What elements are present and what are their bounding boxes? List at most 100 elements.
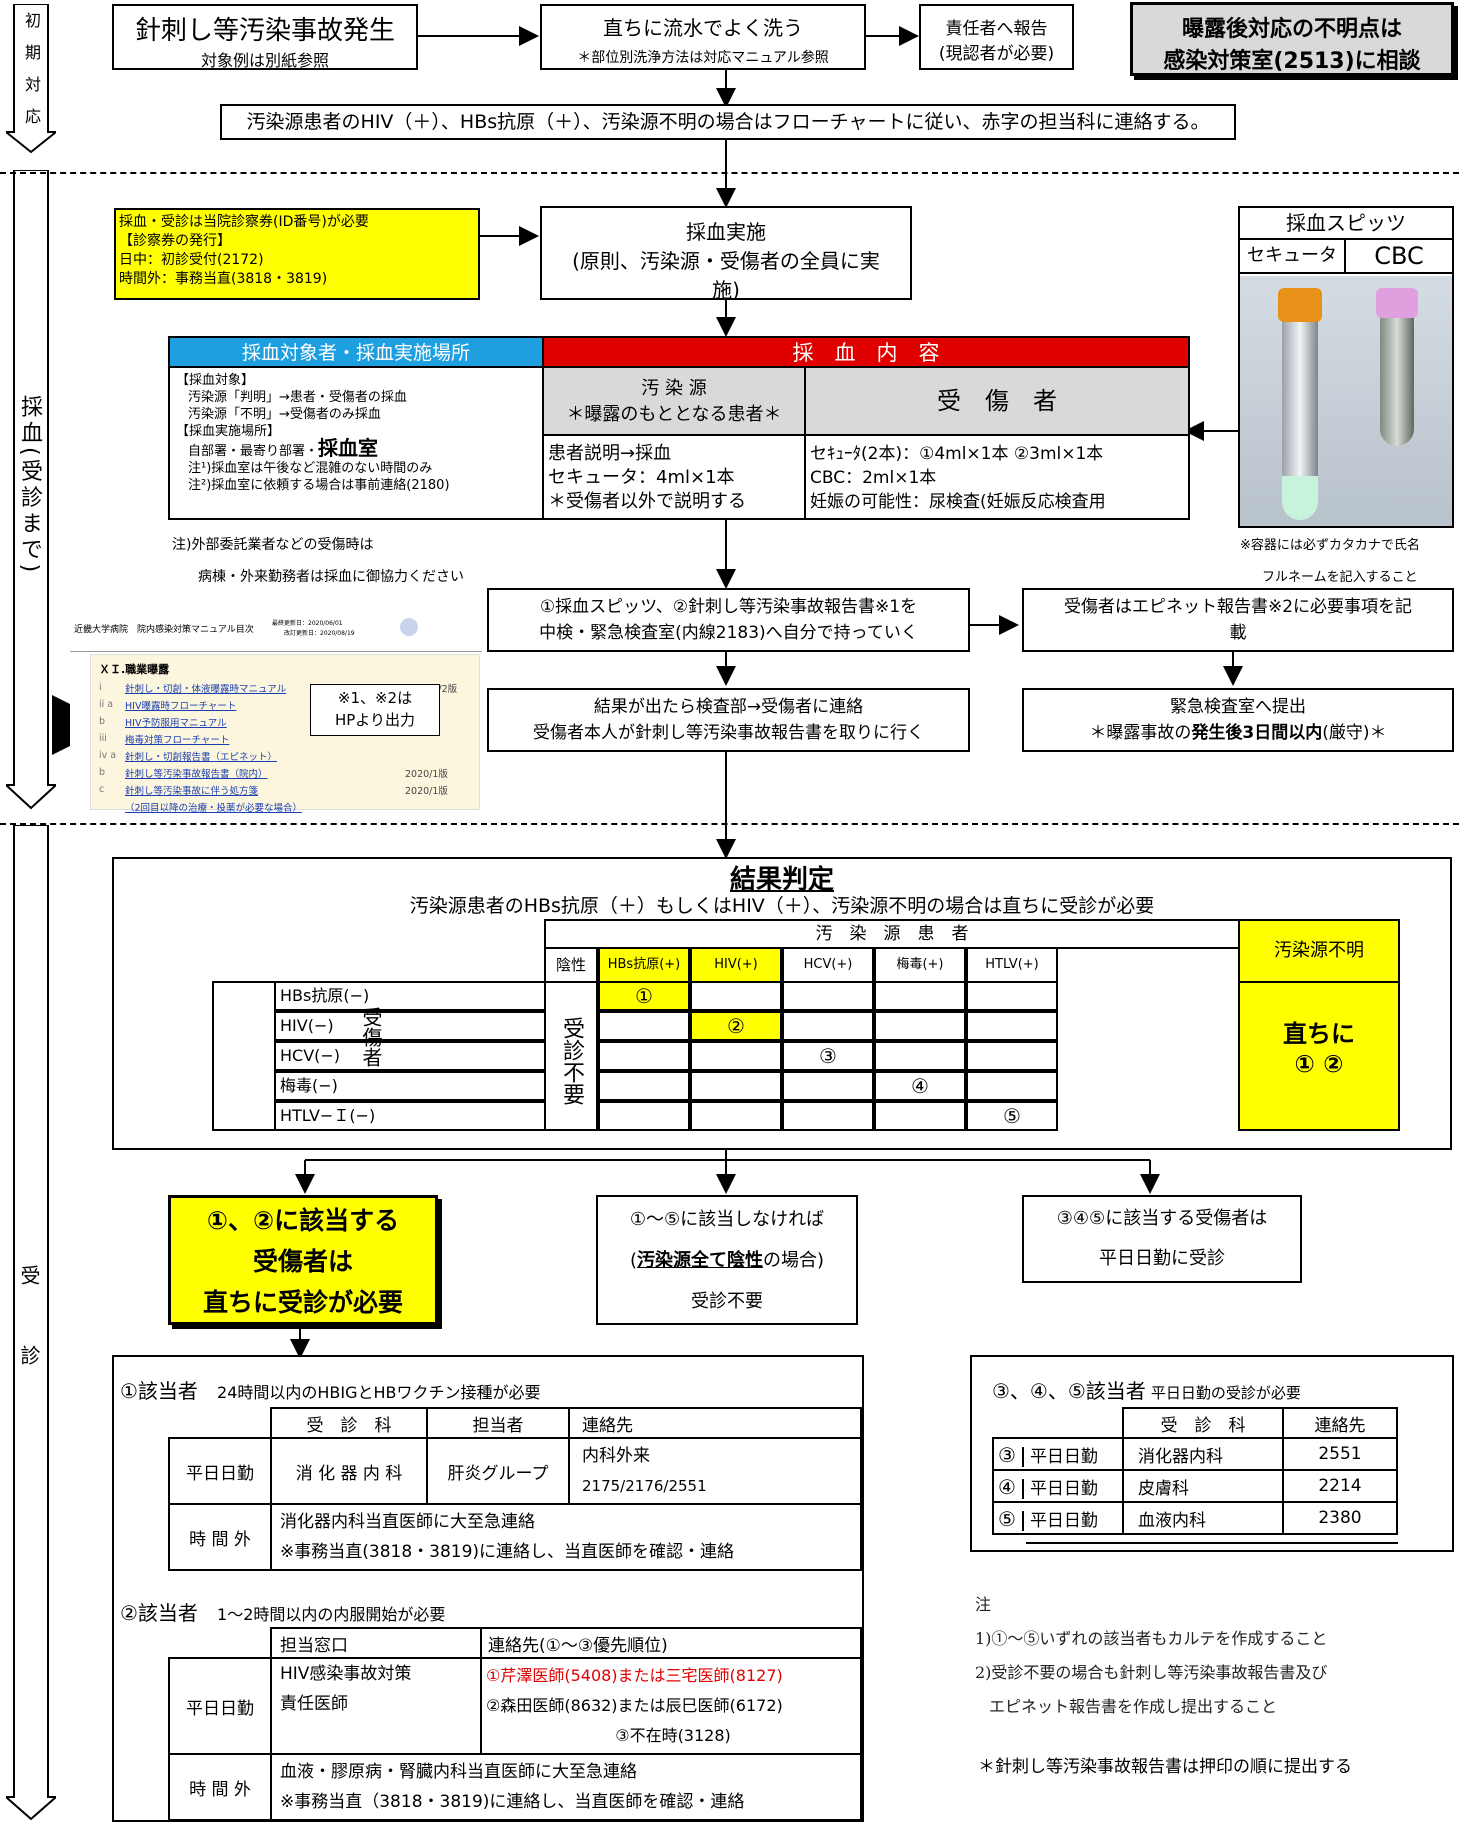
manual-thumbnail: 近畿大学病院 院内感染対策マニュアル目次 最終更新日：2020/06/01 改訂… [70,616,482,815]
source-sub: ＊曝露のもととなる患者＊ [566,404,782,425]
case2-window2: 責任医師 [280,1694,348,1714]
case2-col-window: 担当窓口 [270,1627,482,1659]
source-header-cell: 汚 染 源 ＊曝露のもととなる患者＊ [544,368,806,436]
result-cell [782,1011,874,1041]
case1-afterhours: 時 間 外 [168,1503,272,1571]
manual-item[interactable]: （2回目以降の治療・投薬が必要な場合） [99,798,471,815]
case345-dept: 消化器内科 [1122,1437,1284,1471]
manual-item-link[interactable]: 針刺し等汚染事故に伴う処方箋 [125,785,259,797]
manual-item[interactable]: iii 梅毒対策フローチャート [99,730,471,747]
case2-title: ②該当者 [120,1601,198,1625]
manual-item-link[interactable]: 針刺し・切創・体液曝露時マニュアル [125,683,287,695]
manual-item-link[interactable]: 針刺し等汚染事故報告書（院内） [125,768,268,780]
case345-when: 平日日勤 [1021,1510,1098,1531]
row-label: HTLV−Ｉ(−) [274,1101,546,1131]
col-header: HBs抗原(+) [598,947,690,983]
result-cell [598,1041,690,1071]
manual-date1: 最終更新日：2020/06/01 [272,620,343,627]
manual-item-link[interactable]: HIV曝露時フローチャート [125,700,237,712]
manual-item-no: i [99,682,102,693]
result-cell [966,1071,1058,1101]
divider-2 [0,823,1459,825]
case345-mark: ⑤ [998,1506,1016,1531]
target-cell: 【採血対象】 汚染源「判明」→患者・受傷者の採血 汚染源「不明」→受傷者のみ採血… [170,368,544,518]
case345-col-tel: 連絡先 [1282,1407,1398,1439]
result-cell [598,1071,690,1101]
case345-mark: ③ [998,1442,1016,1467]
carry-box: ①採血スピッツ、②針刺し等汚染事故報告書※1を 中検・緊急検査室(内線2183)… [487,588,970,652]
case2-contact3: ③不在時(3128) [615,1726,731,1745]
col-header: HIV(+) [690,947,782,983]
notes-line2: 2)受診不要の場合も針刺し等汚染事故報告書及び [975,1663,1328,1682]
case1-weekday: 平日日勤 [168,1437,272,1505]
result-cell [782,1071,874,1101]
case1-desc: 24時間以内のHBIGとHBワクチン接種が必要 [217,1383,541,1402]
phase-arrow-visit: 受診 [6,825,56,1820]
notes: 注 1)①～⑤いずれの該当者もカルテを作成すること 2)受診不要の場合も針刺し等… [975,1588,1327,1724]
target-header: 採血対象者・採血実施場所 [170,338,544,368]
tube-note1: ※容器には必ずカタカナで氏名 [1240,538,1420,553]
phase-label-initial: 初期対応 [22,12,41,140]
id-card-line2: 【診察券の発行】 [119,233,231,249]
col-header: 梅毒(+) [874,947,966,983]
source-title: 汚 染 源 [641,378,707,399]
case1-person: 肝炎グループ [426,1437,570,1505]
case345-dept: 皮膚科 [1122,1469,1284,1503]
manual-item-link[interactable]: （2回目以降の治療・投薬が必要な場合） [125,802,303,814]
result-mark: ④ [874,1071,966,1101]
manual-header: 近畿大学病院 院内感染対策マニュアル目次 最終更新日：2020/06/01 改訂… [70,616,482,652]
report-line1: 責任者へ報告 [945,19,1048,39]
result-cell [782,981,874,1011]
case2-contact2: ②森田医師(8632)または辰巳医師(6172) [486,1696,783,1715]
case-panel: ①該当者 24時間以内のHBIGとHBワクチン接種が必要 受 診 科 担当者 連… [112,1355,864,1822]
submit-line2c: (厳守)＊ [1322,723,1387,743]
tube-secuta-cap [1278,288,1322,322]
case345-heading: ③、④、⑤該当者 平日日勤の受診が必要 [992,1375,1301,1404]
manual-item-no: b [99,767,106,778]
manual-item-link[interactable]: HIV予防服用マニュアル [125,717,227,729]
manual-item-link[interactable]: 梅毒対策フローチャート [125,734,230,746]
injured-line1: セｷｭｰﾀ(2本)：①4ml×1本 ②3ml×1本 [810,444,1104,464]
target-line4: 【採血実施場所】 [176,424,281,439]
outcome-b-line3: 受診不要 [691,1291,763,1312]
target-blood-room: 採血室 [318,436,379,460]
outcome-weekday: ③④⑤に該当する受傷者は 平日日勤に受診 [1022,1195,1302,1283]
source-content: 患者説明→採血 セキュータ：4ml×1本 ＊受傷者以外で説明する [544,436,806,518]
case345-mark: ④ [998,1474,1016,1499]
result-cell [874,1011,966,1041]
result-cell [874,981,966,1011]
manual-item[interactable]: b 針刺し等汚染事故報告書（院内） 2020/1版 [99,764,471,781]
target-note2: 注²)採血室に依頼する場合は事前連絡(2180) [188,478,450,493]
manual-item-link[interactable]: 針刺し・切創報告書（エピネット） [125,751,278,763]
case1-col-person: 担当者 [426,1407,570,1439]
divider-1 [0,172,1459,174]
manual-item-no: iii [99,733,107,744]
manual-callout: ※1、※2は HPより出力 [310,684,440,736]
immediate-cell: 直ちに ① ② [1238,981,1400,1131]
result-mark: ⑤ [966,1101,1058,1131]
source-line1: 患者説明→採血 [548,443,672,464]
carry-line2: 中検・緊急検査室(内線2183)へ自分で持っていく [539,623,918,643]
manual-item-version: 2020/1版 [405,768,448,780]
case2-ah2: ※事務当直（3818・3819)に連絡し、当直医師を確認・連絡 [280,1792,745,1812]
tube-photo [1240,276,1452,526]
manual-item-no: ii a [99,699,114,710]
result-mark: ③ [782,1041,874,1071]
epinet-box: 受傷者はエピネット報告書※2に必要事項を記 載 [1022,588,1454,652]
col-negative: 陰性 [544,947,598,983]
result-cell [690,1041,782,1071]
row-label: HCV(−) [274,1041,546,1071]
result-cell [598,1101,690,1131]
result-cell [966,1041,1058,1071]
notes-line1: 1)①～⑤いずれの該当者もカルテを作成すること [975,1629,1328,1648]
case1-contact2: 2175/2176/2551 [582,1477,707,1495]
case2-desc: 1～2時間以内の内服開始が必要 [217,1605,446,1624]
case2-table: 担当窓口 連絡先(①～③優先順位) 平日日勤 HIV感染事故対策 責任医師 ①芹… [168,1627,862,1821]
row-label: HBs抗原(−) [274,981,546,1011]
manual-chapter: ＸＩ.職業曝露 [99,663,170,676]
col-header: HCV(+) [782,947,874,983]
result-cell [690,1101,782,1131]
